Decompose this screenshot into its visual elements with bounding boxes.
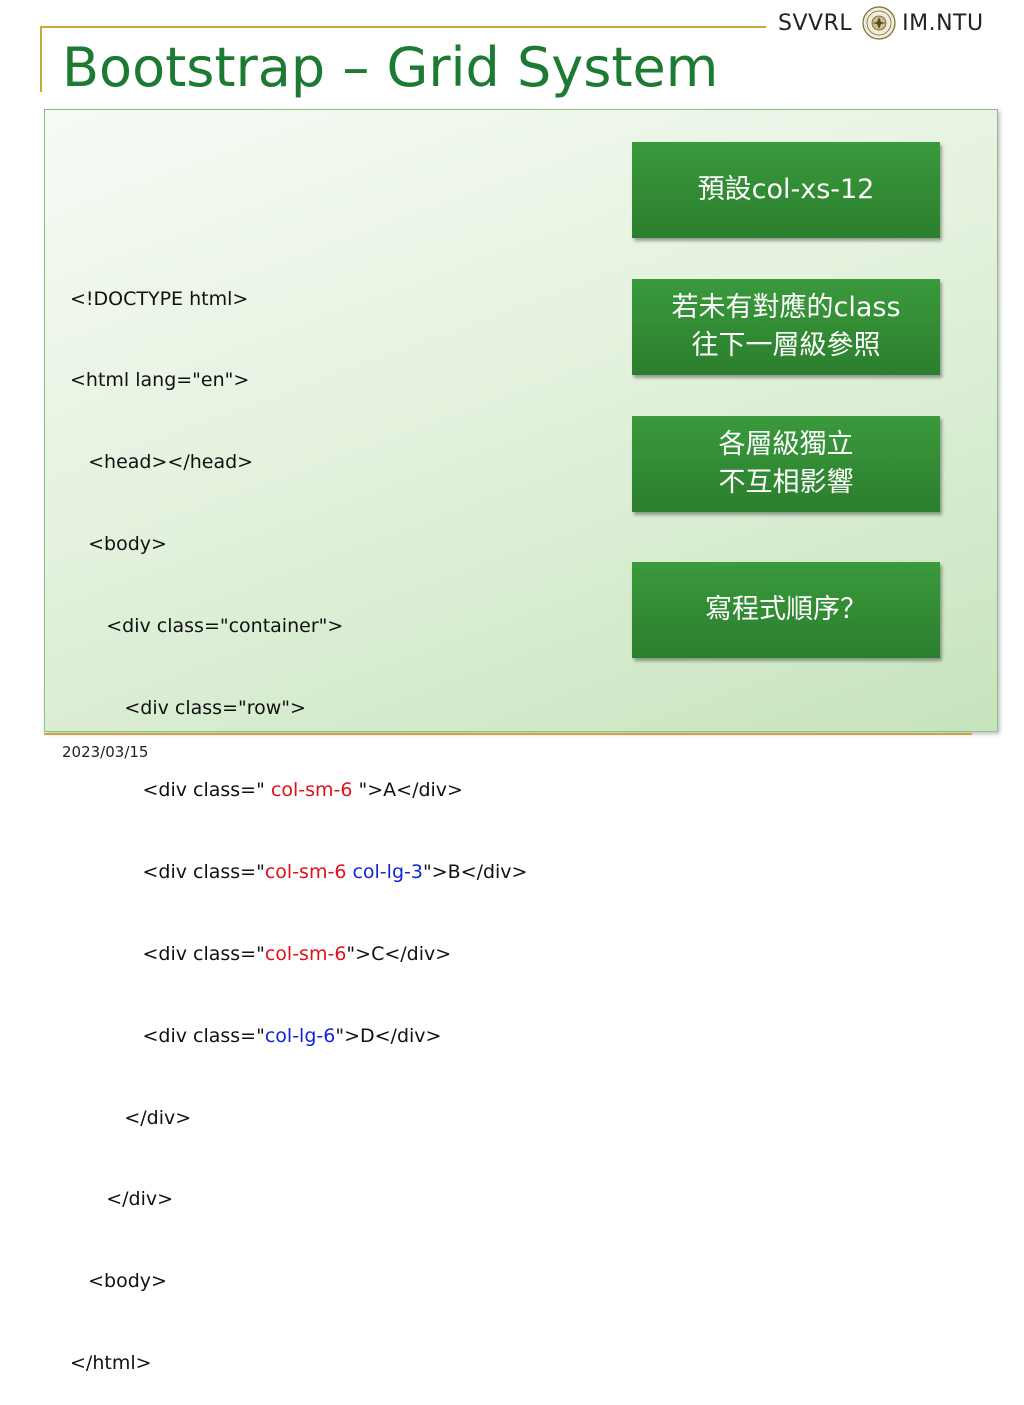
title-rule xyxy=(40,26,42,92)
class-col-sm-6: col-sm-6 xyxy=(264,942,347,965)
code-line-b: <div class="col-sm-6 col-lg-3">B</div> xyxy=(70,859,527,886)
callout-text-line1: 各層級獨立 xyxy=(718,429,854,460)
callout-fallback: 若未有對應的class 往下一層級參照 xyxy=(632,279,940,375)
callout-order-question: 寫程式順序？ xyxy=(632,562,940,658)
class-col-sm-6: col-sm-6 xyxy=(270,778,353,801)
department-name: IM.NTU xyxy=(902,10,984,36)
slide-date: 2023/03/15 xyxy=(62,743,149,761)
code-text: <div class=" xyxy=(70,778,271,801)
code-text: <div class=" xyxy=(70,1024,265,1047)
code-line: <body> xyxy=(70,533,167,556)
code-line-c: <div class="col-sm-6">C</div> xyxy=(70,941,527,968)
code-line: </div> xyxy=(70,1188,174,1211)
class-col-lg-3: col-lg-3 xyxy=(352,860,423,883)
code-text: ">C</div> xyxy=(346,942,452,965)
code-text: <div class=" xyxy=(70,860,265,883)
callout-independent: 各層級獨立 不互相影響 xyxy=(632,416,940,512)
code-line-a: <div class=" col-sm-6 ">A</div> xyxy=(70,777,527,804)
code-text: ">B</div> xyxy=(422,860,528,883)
class-col-sm-6: col-sm-6 xyxy=(264,860,347,883)
class-col-lg-6: col-lg-6 xyxy=(264,1024,336,1047)
code-line: <!DOCTYPE html> xyxy=(70,287,249,310)
header-rule xyxy=(40,26,766,28)
code-line: </div> xyxy=(70,1106,192,1129)
code-line: <html lang="en"> xyxy=(70,369,250,392)
code-text: <div class=" xyxy=(70,942,265,965)
lab-name: SVVRL xyxy=(778,10,853,36)
panel-rule xyxy=(44,733,972,735)
code-line: <body> xyxy=(70,1270,167,1293)
callout-default-xs: 預設col-xs-12 xyxy=(632,142,940,238)
code-line: <div class="container"> xyxy=(70,615,344,638)
callout-text-line2: 不互相影響 xyxy=(718,467,854,498)
code-line-d: <div class="col-lg-6">D</div> xyxy=(70,1023,527,1050)
code-sample: <!DOCTYPE html> <html lang="en"> <head><… xyxy=(70,231,527,1405)
callout-text-line2: 往下一層級參照 xyxy=(691,330,881,361)
callout-text-line1: 若未有對應的class xyxy=(671,292,901,323)
code-line: </html> xyxy=(70,1352,152,1375)
code-text: ">A</div> xyxy=(352,778,463,801)
code-line: <head></head> xyxy=(70,451,254,474)
page-title: Bootstrap – Grid System xyxy=(62,36,719,99)
code-line: <div class="row"> xyxy=(70,697,306,720)
callout-text: 寫程式順序？ xyxy=(705,594,867,625)
header-branding: SVVRL IM.NTU xyxy=(778,6,984,40)
university-seal-icon xyxy=(862,6,896,40)
code-text: ">D</div> xyxy=(335,1024,442,1047)
callout-text: 預設col-xs-12 xyxy=(697,174,875,205)
